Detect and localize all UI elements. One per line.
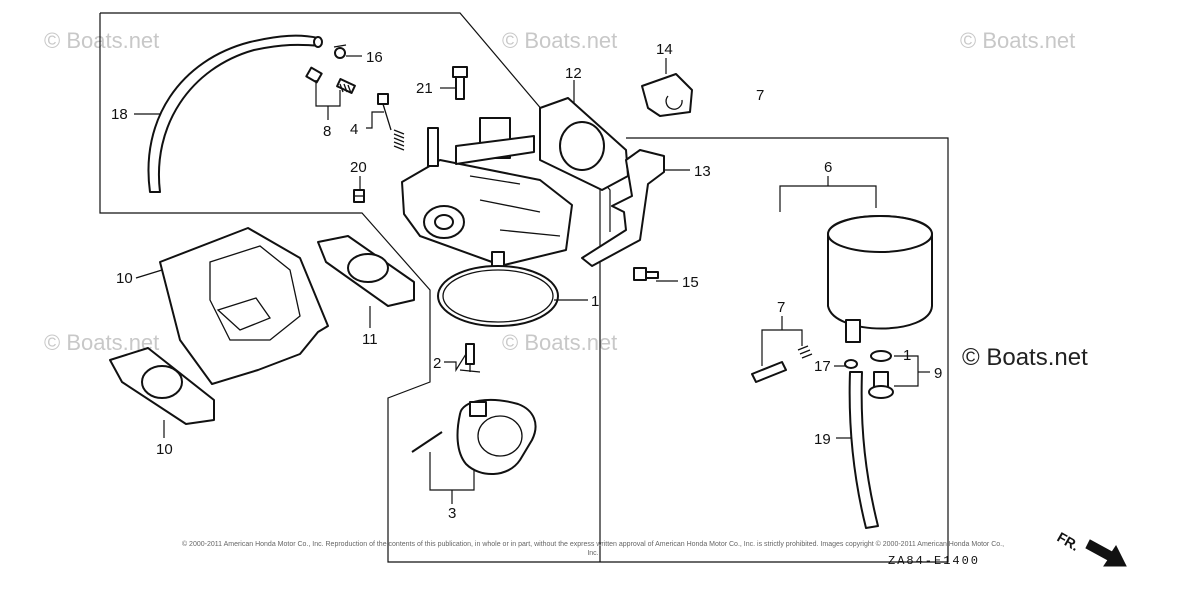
throttle-stop-screw-part (305, 66, 356, 95)
choke-clip-part (641, 73, 693, 117)
callout-7: 7 (756, 87, 764, 104)
callout-22: 21 (416, 80, 433, 97)
callout-4: 4 (350, 121, 358, 138)
direction-label: FR. (1055, 529, 1083, 554)
callout-9: 9 (934, 365, 942, 382)
callout-19: 18 (111, 106, 128, 123)
bolt-part (633, 267, 659, 281)
insulator-gasket-part (539, 97, 629, 191)
callout-12: 11 (362, 331, 378, 348)
watermark: © Boats.net (960, 28, 1076, 53)
callout-20: 19 (814, 431, 831, 448)
callout-8: 8 (323, 123, 331, 140)
bracket-part (581, 149, 665, 267)
float-chamber-gasket-part (437, 265, 559, 327)
callout-6: 7 (777, 299, 785, 316)
float-part (411, 398, 537, 476)
float-chamber-bolt-part (868, 350, 894, 399)
callout-3: 3 (448, 505, 456, 522)
screw-part (353, 189, 365, 203)
callout-5: 6 (824, 159, 832, 176)
watermark-logo: © Boats.net (962, 344, 1088, 371)
front-direction-arrow: FR. (1055, 529, 1127, 567)
callout-21: 20 (350, 159, 367, 176)
copyright-notice: © 2000-2011 American Honda Motor Co., In… (181, 541, 1005, 557)
gasket-part (317, 235, 415, 307)
drain-screw-set-part (751, 345, 813, 383)
callout-labels: 18 16 8 4 21 20 12 14 7 13 15 1 10 11 1 1… (111, 41, 942, 522)
drain-screw-part (452, 66, 468, 100)
air-cleaner-gasket-part (109, 347, 215, 425)
callout-2: 2 (433, 355, 441, 372)
heat-shield-part (159, 227, 329, 385)
watermark: © Boats.net (502, 330, 618, 355)
callout-10: 10 (116, 270, 133, 287)
callout-leaders (134, 55, 930, 504)
callout-1: 1 (591, 293, 599, 310)
callout-18: 17 (814, 358, 831, 375)
washer-part (844, 359, 858, 369)
callout-16: 15 (682, 274, 699, 291)
pilot-screw-part (377, 93, 405, 151)
callout-11: 10 (156, 441, 173, 458)
diagram-code: ZA84-E1400 (888, 554, 981, 568)
watermark: © Boats.net (44, 28, 160, 53)
callout-17: 16 (366, 49, 383, 66)
clip-part (333, 44, 347, 59)
assembly-outline (99, 12, 949, 563)
callout-1-washer: 1 (903, 347, 911, 364)
callout-15: 14 (656, 41, 673, 58)
fuel-hose-part (147, 34, 323, 193)
callout-13: 12 (565, 65, 582, 82)
float-chamber-part (827, 215, 933, 343)
callout-14: 13 (694, 163, 711, 180)
watermark: © Boats.net (502, 28, 618, 53)
drain-tube-part (848, 371, 879, 529)
